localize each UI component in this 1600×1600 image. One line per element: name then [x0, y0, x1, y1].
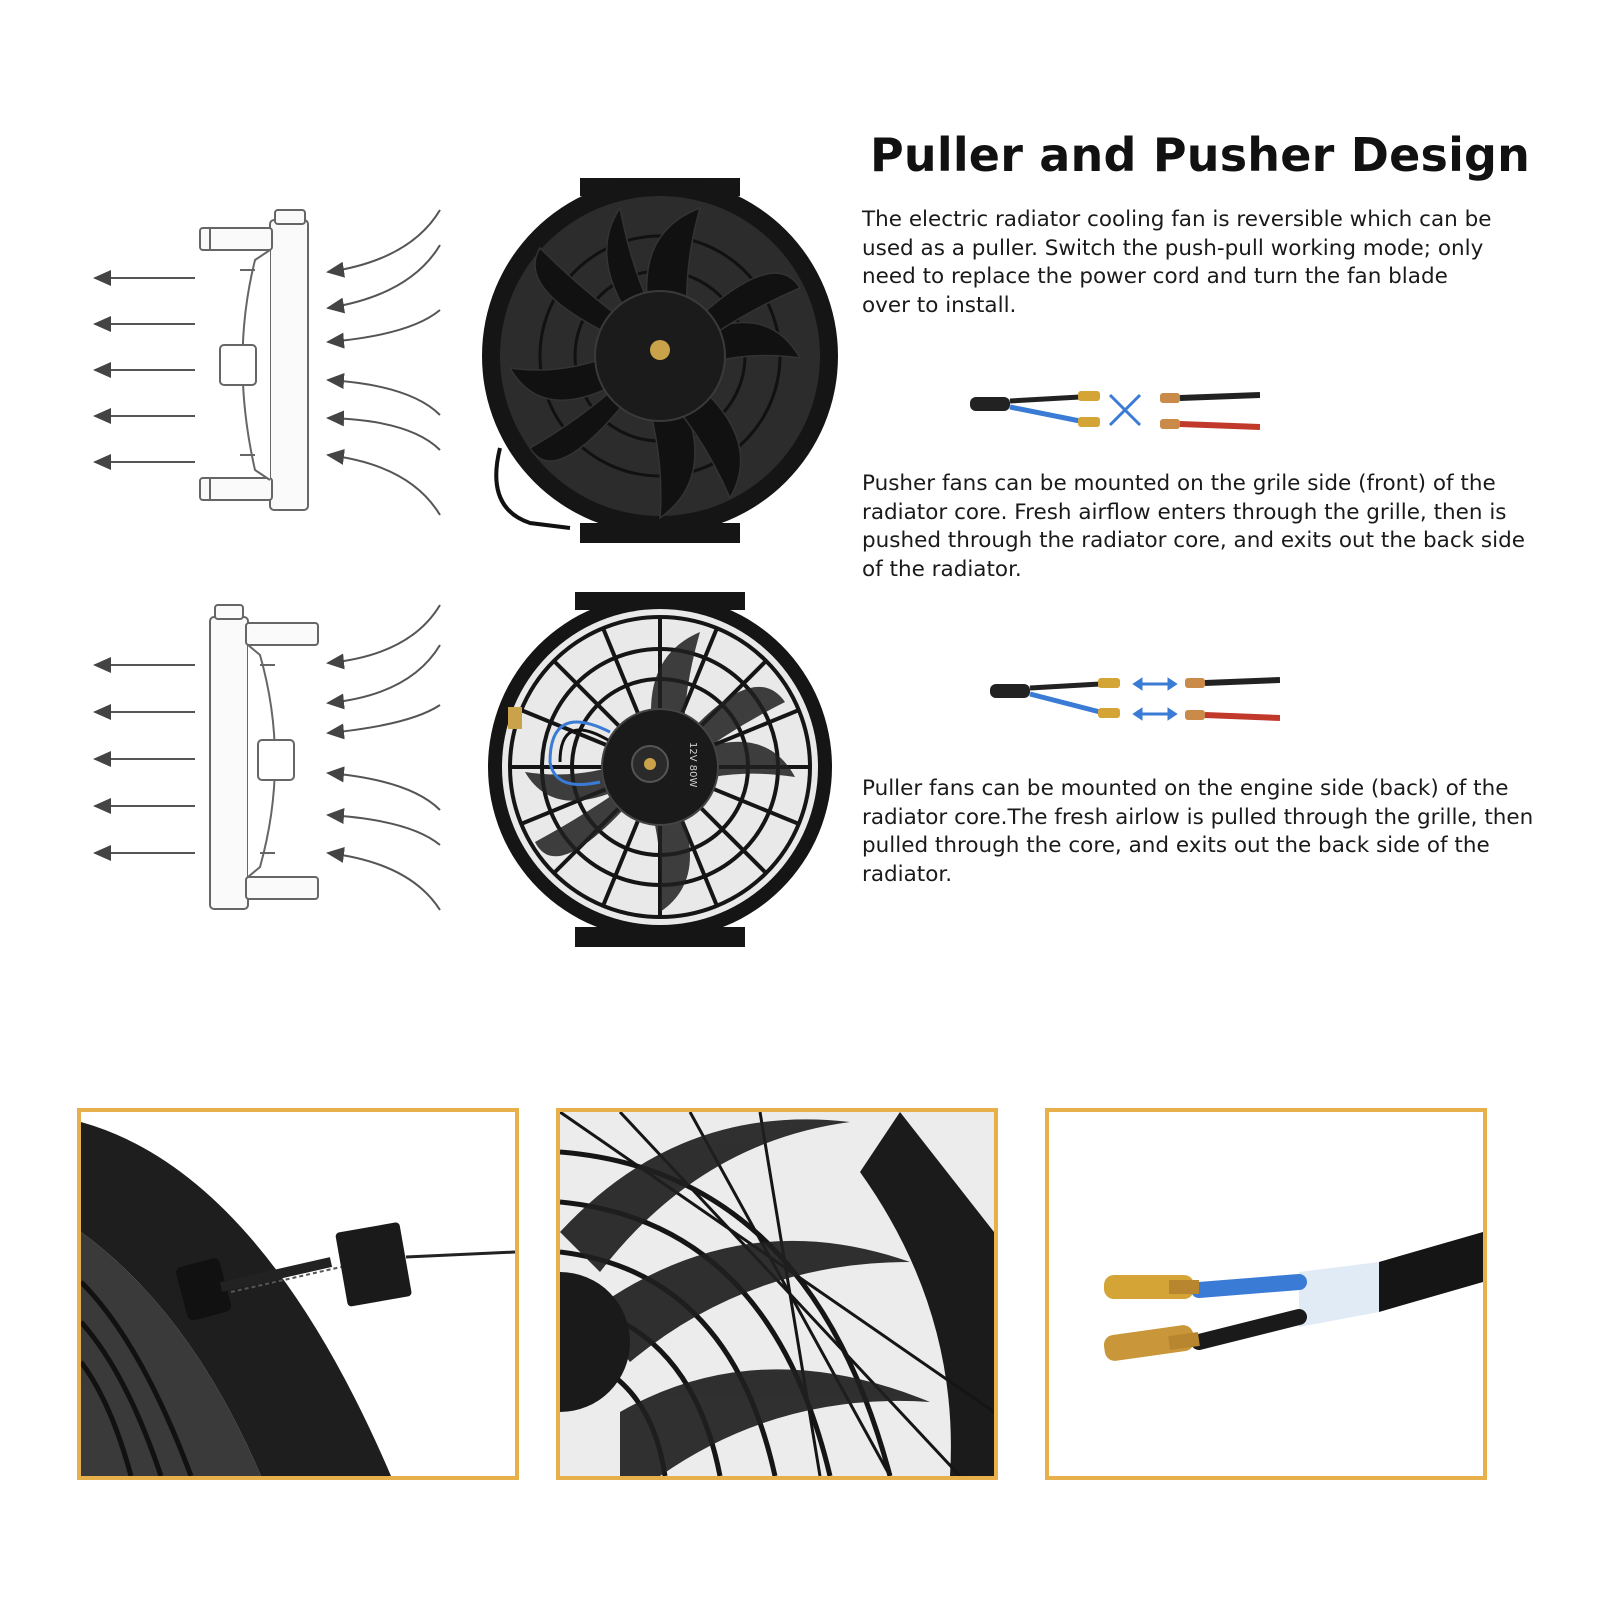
- radiator-core: [199, 209, 309, 511]
- double-arrow-icon: [1132, 677, 1178, 721]
- cross-arrows-icon: [1108, 393, 1142, 427]
- pusher-paragraph: Pusher fans can be mounted on the grile …: [862, 471, 1525, 582]
- intro-paragraph: The electric radiator cooling fan is rev…: [862, 207, 1492, 318]
- fan-blade-closeup-photo: [556, 1108, 998, 1480]
- exhaust-arrows: [93, 270, 195, 470]
- pusher-radiator-diagram: [93, 209, 441, 516]
- intake-arrows: [326, 209, 441, 516]
- motor-label: 12V 80W: [687, 742, 698, 787]
- wire-connector-photo: [1045, 1108, 1487, 1480]
- mount-clip-photo: [77, 1108, 519, 1480]
- puller-fan-image: 12V 80W: [488, 592, 832, 947]
- swap-connector-diagram: [970, 391, 1260, 430]
- intake-arrows: [326, 604, 441, 911]
- pusher-fan-image: [482, 178, 838, 543]
- direct-connector-diagram: [990, 677, 1280, 721]
- exhaust-arrows: [93, 657, 195, 861]
- puller-paragraph: Puller fans can be mounted on the engine…: [862, 776, 1534, 887]
- page-title: Puller and Pusher Design: [870, 128, 1531, 182]
- radiator-core: [209, 604, 319, 910]
- puller-radiator-diagram: [93, 604, 441, 911]
